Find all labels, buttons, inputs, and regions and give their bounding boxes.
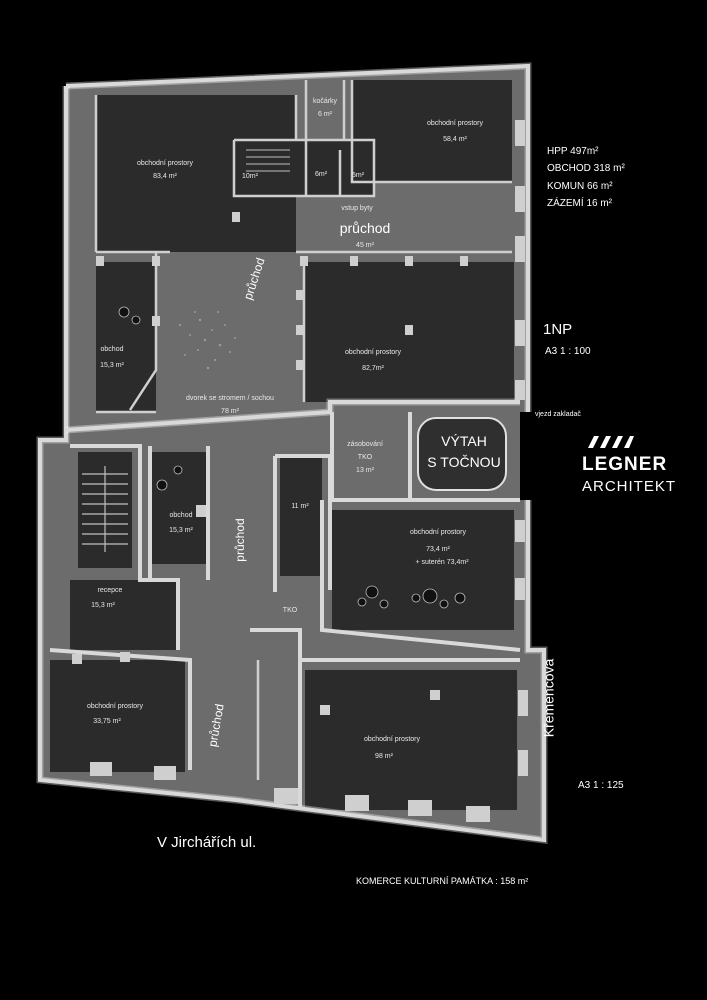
room-label: dvorek se stromem / sochou	[186, 395, 274, 402]
room-area: 82,7m²	[362, 365, 384, 372]
room-label: 5m²	[352, 172, 365, 179]
room-area: 98 m²	[375, 753, 394, 760]
room-label: obchodní prostory	[87, 703, 144, 710]
room-area: 33,75 m²	[93, 718, 121, 725]
stat-hpp: HPP 497m²	[547, 146, 599, 157]
floor-label: 1NP	[543, 321, 573, 338]
staircase	[82, 466, 128, 552]
logo-mark	[588, 436, 634, 448]
room-label: vstup byty	[341, 205, 373, 212]
furniture	[118, 306, 466, 609]
logo-line1: LEGNER	[582, 454, 668, 475]
room-label: 11 m²	[291, 503, 309, 510]
room-shop-bottom-right	[305, 670, 517, 810]
street-main: V Jirchářích ul.	[157, 834, 257, 851]
room-label: obchod	[170, 512, 193, 519]
room-area: + suterén 73,4m²	[415, 559, 469, 566]
room-label-passage: průchod	[340, 220, 391, 236]
room-label: obchodní prostory	[427, 120, 484, 127]
walls	[36, 62, 548, 844]
room-area: 6 m²	[318, 111, 333, 118]
room-label: obchodní prostory	[364, 736, 421, 743]
logo-line2: ARCHITEKT	[582, 478, 677, 495]
room-label: kočárky	[313, 98, 338, 105]
room-shop-bottom-left	[50, 660, 185, 772]
room-area: 58,4 m²	[443, 136, 467, 143]
core-block	[234, 140, 374, 196]
room-shop-left-mid	[96, 262, 156, 412]
elevator-label: S TOČNOU	[427, 454, 500, 470]
columns	[72, 120, 528, 822]
room-label: recepce	[98, 587, 123, 594]
room-shop-top-right	[352, 80, 512, 182]
logo: LEGNER ARCHITEKT	[582, 436, 692, 502]
room-area: 73,4 m²	[426, 546, 450, 553]
room-label: zásobování	[347, 441, 383, 448]
room-label: obchodní prostory	[137, 160, 194, 167]
room-area: 78 m²	[221, 408, 240, 415]
room-label: obchod	[101, 346, 124, 353]
room-label: obchodní prostory	[410, 529, 467, 536]
core-stairs	[246, 149, 290, 172]
room-area: 15,3 m²	[169, 527, 193, 534]
room-area: TKO	[358, 454, 373, 461]
stat-zazemi: ZÁZEMÍ 16 m²	[547, 198, 613, 209]
scale-top: A3 1 : 100	[545, 346, 591, 357]
street-side: Křemencova	[540, 658, 557, 738]
room-label: TKO	[283, 607, 298, 614]
room-recepce	[70, 580, 178, 650]
footer-note: KOMERCE KULTURNÍ PAMÁTKA : 158 m²	[356, 876, 529, 886]
stat-komun: KOMUN 66 m²	[547, 181, 613, 192]
scale-bottom: A3 1 : 125	[578, 780, 624, 791]
room-area: 13 m²	[356, 467, 375, 474]
room-area: 45 m²	[356, 242, 375, 249]
room-shop-lower-right	[332, 510, 514, 630]
courtyard-tree	[178, 311, 236, 370]
room-area: 83,4 m²	[153, 173, 177, 180]
room-label-passage-vertical: průchod	[233, 518, 247, 561]
elevator-turntable	[417, 417, 507, 491]
vjezd-label: vjezd zakladač	[535, 411, 581, 418]
elevator-label: VÝTAH	[441, 433, 487, 449]
room-area: 15,3 m²	[100, 362, 124, 369]
room-area: 15,3 m²	[91, 602, 115, 609]
room-label: obchodní prostory	[345, 349, 402, 356]
room-11	[280, 458, 322, 576]
room-label: 6m²	[315, 171, 328, 178]
room-label: 10m²	[242, 173, 259, 180]
stat-obchod: OBCHOD 318 m²	[547, 163, 625, 174]
